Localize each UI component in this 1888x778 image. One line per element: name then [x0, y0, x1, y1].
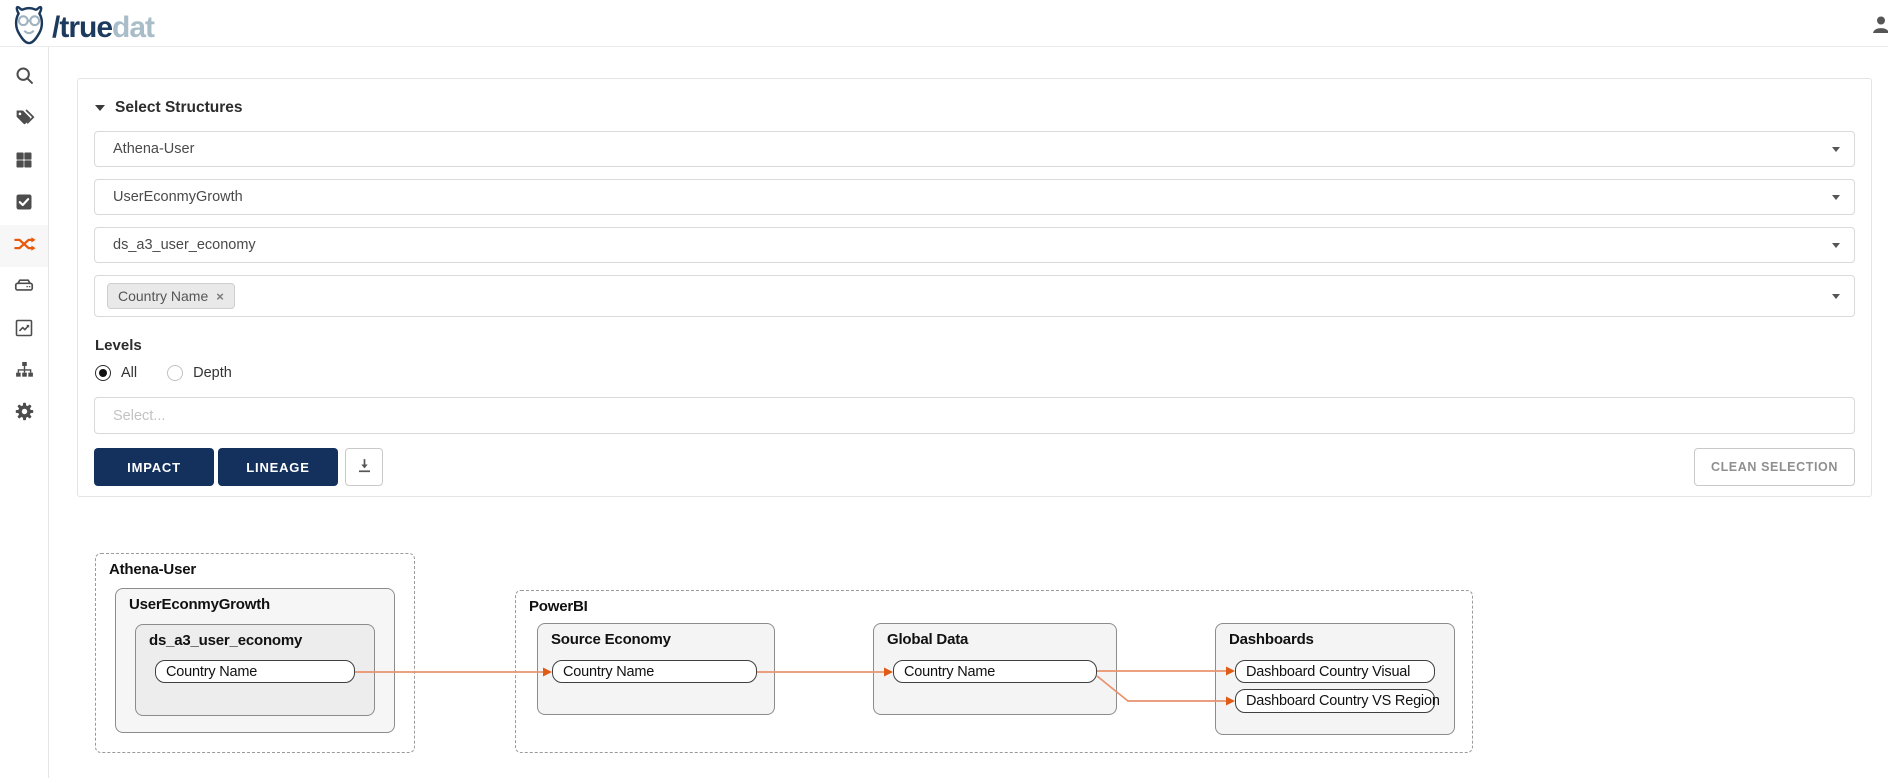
- sidebar-item-lineage[interactable]: [0, 225, 48, 267]
- graph-node-dashboard-country-visual[interactable]: Dashboard Country Visual: [1235, 660, 1435, 683]
- chart-trend-icon: [14, 318, 34, 343]
- owl-logo-icon: [10, 4, 48, 51]
- storage-drive-icon: [13, 275, 35, 301]
- gear-icon: [14, 401, 35, 427]
- graph-node-label: Dashboard Country Visual: [1246, 663, 1411, 680]
- sidebar-item-data-sources[interactable]: [0, 267, 48, 309]
- graph-system-athena-user-label: Athena-User: [109, 561, 196, 578]
- radio-all-label: All: [121, 365, 138, 381]
- chevron-down-icon: [1832, 243, 1840, 248]
- structure-select-field[interactable]: Country Name ×: [94, 275, 1855, 317]
- graph-group-source-economy-label: Source Economy: [551, 631, 671, 648]
- tags-icon: [14, 107, 35, 133]
- depth-select-input[interactable]: [94, 397, 1855, 434]
- check-square-icon: [14, 192, 34, 217]
- logo-dat-part: dat: [112, 10, 155, 44]
- sidebar-item-tags[interactable]: [0, 99, 48, 141]
- structure-select-system-value: Athena-User: [113, 141, 195, 157]
- chevron-down-icon: [1832, 147, 1840, 152]
- graph-group-dashboards-label: Dashboards: [1229, 631, 1314, 648]
- action-buttons-row: IMPACT LINEAGE: [94, 448, 383, 486]
- sidebar-item-search[interactable]: [0, 57, 48, 99]
- structure-select-group-value: UserEconmyGrowth: [113, 189, 243, 205]
- graph-system-powerbi-label: PowerBI: [529, 598, 588, 615]
- graph-subgroup-ds-a3-user-economy-label: ds_a3_user_economy: [149, 632, 303, 649]
- graph-node-dashboard-country-vs-region[interactable]: Dashboard Country VS Region: [1235, 689, 1440, 713]
- impact-button[interactable]: IMPACT: [94, 448, 214, 486]
- sidebar-item-settings[interactable]: [0, 393, 48, 435]
- graph-node-label: Country Name: [166, 663, 258, 680]
- download-icon: [356, 457, 373, 477]
- sidebar-item-tasks[interactable]: [0, 183, 48, 225]
- chevron-down-icon: [1832, 294, 1840, 299]
- search-icon: [14, 65, 35, 91]
- selected-field-tag-label: Country Name: [118, 288, 209, 304]
- sidebar-item-hierarchy[interactable]: [0, 351, 48, 393]
- sidebar-item-analytics[interactable]: [0, 309, 48, 351]
- graph-node-label: Country Name: [904, 663, 996, 680]
- chevron-down-icon: [95, 105, 105, 111]
- graph-node-label: Dashboard Country VS Region: [1246, 693, 1440, 709]
- clean-selection-button[interactable]: CLEAN SELECTION: [1693, 448, 1855, 486]
- grid-icon: [14, 150, 34, 175]
- structure-select-group[interactable]: UserEconmyGrowth: [94, 179, 1855, 215]
- graph-group-usereconmygrowth-label: UserEconmyGrowth: [129, 596, 270, 613]
- graph-node-country-name-source-economy[interactable]: Country Name: [552, 660, 757, 683]
- logo-wordmark: /truedat: [52, 10, 155, 45]
- radio-all[interactable]: All: [95, 365, 137, 381]
- graph-node-country-name-source[interactable]: Country Name: [155, 660, 355, 683]
- radio-depth[interactable]: Depth: [167, 365, 232, 381]
- levels-label: Levels: [95, 337, 142, 354]
- logo-true-part: /true: [52, 10, 113, 44]
- chevron-down-icon: [1832, 195, 1840, 200]
- truedat-logo[interactable]: /truedat: [10, 4, 155, 51]
- structure-select-dataset-value: ds_a3_user_economy: [113, 237, 256, 253]
- selected-field-tag: Country Name ×: [107, 283, 235, 309]
- sidebar-nav: [0, 47, 49, 778]
- lineage-button[interactable]: LINEAGE: [218, 448, 338, 486]
- user-avatar-icon[interactable]: [1871, 14, 1888, 36]
- sidebar-item-modules[interactable]: [0, 141, 48, 183]
- graph-node-label: Country Name: [563, 663, 655, 680]
- panel-title: Select Structures: [115, 99, 243, 116]
- levels-radio-group: All Depth: [95, 365, 232, 381]
- select-structures-panel: Select Structures Athena-User UserEconmy…: [77, 78, 1872, 497]
- graph-group-global-data-label: Global Data: [887, 631, 969, 648]
- graph-system-athena-user: Athena-User: [95, 553, 415, 753]
- app-header: /truedat: [0, 0, 1888, 47]
- radio-all-control: [95, 365, 111, 381]
- shuffle-icon: [13, 233, 36, 260]
- download-button[interactable]: [345, 448, 383, 486]
- sitemap-icon: [14, 359, 35, 385]
- radio-depth-label: Depth: [193, 365, 232, 381]
- remove-tag-icon[interactable]: ×: [216, 288, 224, 304]
- structure-select-system[interactable]: Athena-User: [94, 131, 1855, 167]
- radio-depth-control: [167, 365, 184, 381]
- graph-node-country-name-global-data[interactable]: Country Name: [893, 660, 1097, 683]
- structure-select-dataset[interactable]: ds_a3_user_economy: [94, 227, 1855, 263]
- panel-collapse-toggle[interactable]: Select Structures: [95, 99, 243, 117]
